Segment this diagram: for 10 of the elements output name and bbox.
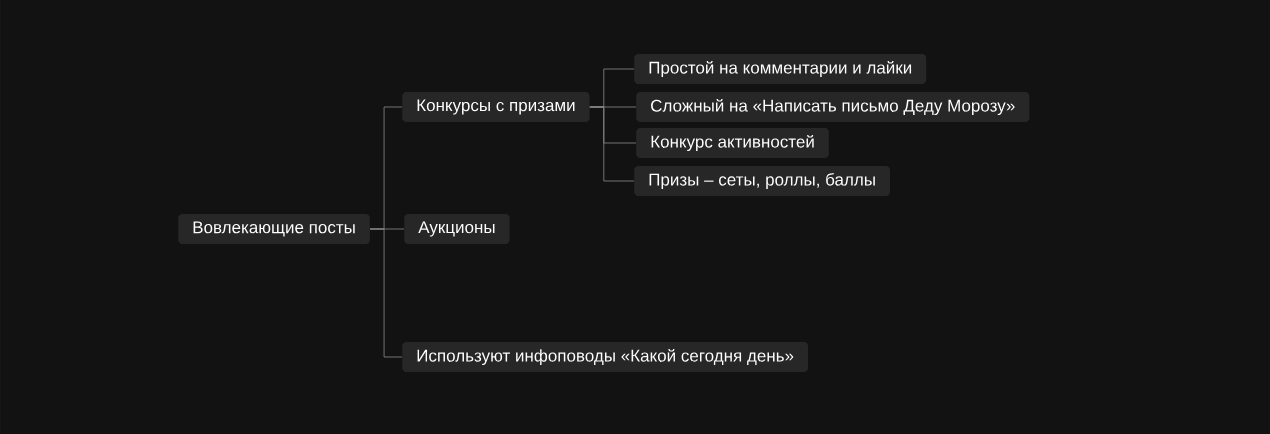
connector-line [589,106,635,182]
topic-box: Конкурс активностей [636,128,829,158]
topic-box: Призы – сеты, роллы, баллы [634,166,890,196]
topic-box: Простой на комментарии и лайки [634,54,927,84]
topic-box: Сложный на «Написать письмо Деду Морозу» [636,92,1030,122]
connector-line [369,228,403,358]
topic-box: Вовлекающие посты [178,214,370,244]
topic-box: Используют инфоповоды «Какой сегодня день» [402,342,809,372]
topic-box: Аукционы [404,214,510,244]
topic-box: Конкурсы с призами [402,92,590,122]
